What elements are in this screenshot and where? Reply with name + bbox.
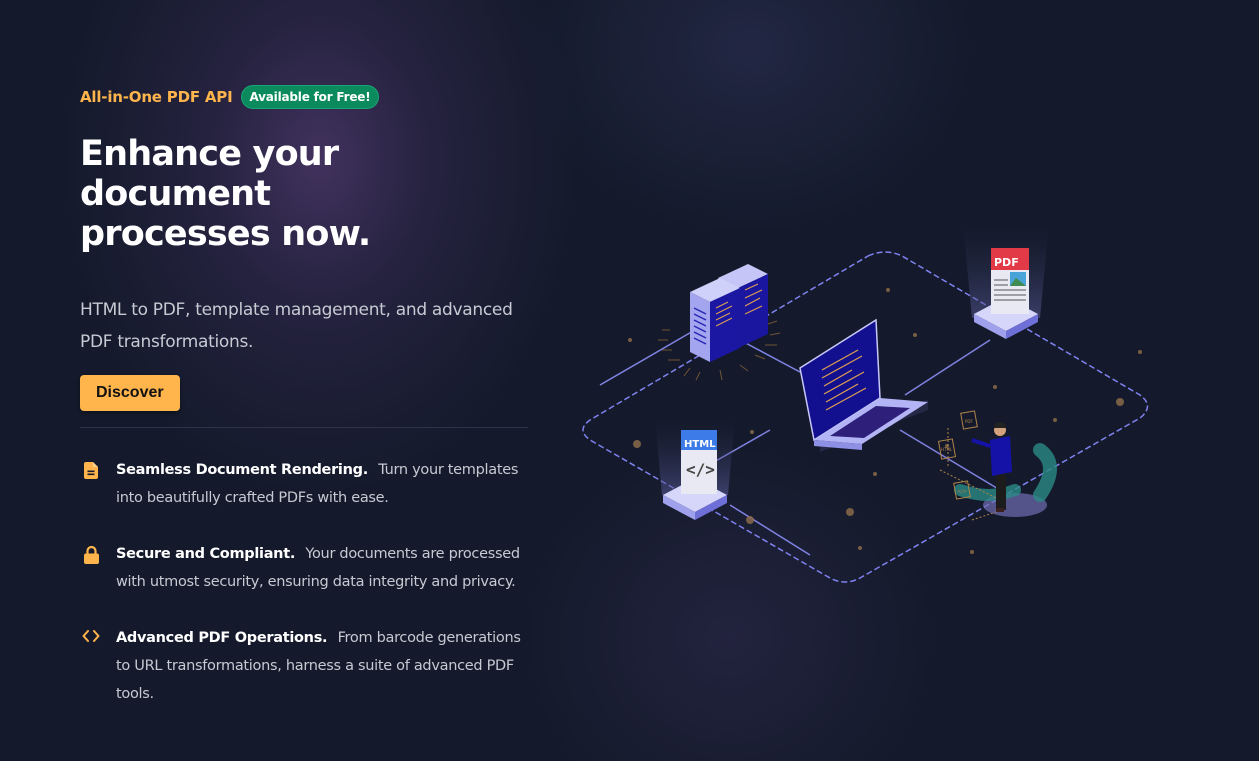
svg-text:</>: </> [957, 489, 967, 495]
feature-description: From barcode generations to URL transfor… [116, 630, 521, 702]
title-line-1: Enhance your document [80, 134, 339, 214]
html-card: HTML </> [655, 418, 735, 520]
svg-text:HTML: HTML [684, 439, 716, 450]
svg-text:HTML: HTML [941, 447, 953, 452]
document-icon [80, 456, 102, 512]
laptop-icon [799, 318, 928, 452]
presenter-illustration: PDF HTML </> [937, 410, 1057, 521]
svg-text:</>: </> [686, 460, 715, 479]
lock-icon [80, 540, 102, 596]
title-line-2: processes now. [80, 214, 371, 254]
eyebrow-row: All-in-One PDF API Available for Free! [80, 84, 528, 110]
particle-dots [628, 288, 1142, 554]
discover-button[interactable]: Discover [80, 375, 180, 411]
network-loop [582, 251, 1149, 583]
svg-text:PDF: PDF [994, 256, 1019, 269]
feature-title: Advanced PDF Operations. [116, 630, 328, 646]
feature-item: Seamless Document Rendering. Turn your t… [80, 456, 528, 512]
feature-description: Your documents are processed with utmost… [116, 546, 520, 590]
feature-title: Secure and Compliant. [116, 546, 296, 562]
feature-item: Advanced PDF Operations. From barcode ge… [80, 624, 528, 708]
pdf-card: PDF [963, 224, 1049, 339]
svg-text:PDF: PDF [965, 419, 973, 424]
feature-list: Seamless Document Rendering. Turn your t… [80, 456, 528, 708]
hero-section: All-in-One PDF API Available for Free! E… [80, 84, 528, 736]
feature-title: Seamless Document Rendering. [116, 462, 368, 478]
free-badge: Available for Free! [240, 85, 380, 109]
server-icon [658, 264, 781, 381]
subtitle: HTML to PDF, template management, and ad… [80, 300, 513, 352]
divider [80, 427, 528, 428]
isometric-illustration: HTML </> PDF [570, 200, 1170, 600]
feature-description: Turn your templates into beautifully cra… [116, 462, 519, 506]
page-title: Enhance your document processes now. [80, 134, 528, 254]
eyebrow-label: All-in-One PDF API [80, 88, 233, 106]
feature-item: Secure and Compliant. Your documents are… [80, 540, 528, 596]
code-icon [80, 624, 102, 708]
